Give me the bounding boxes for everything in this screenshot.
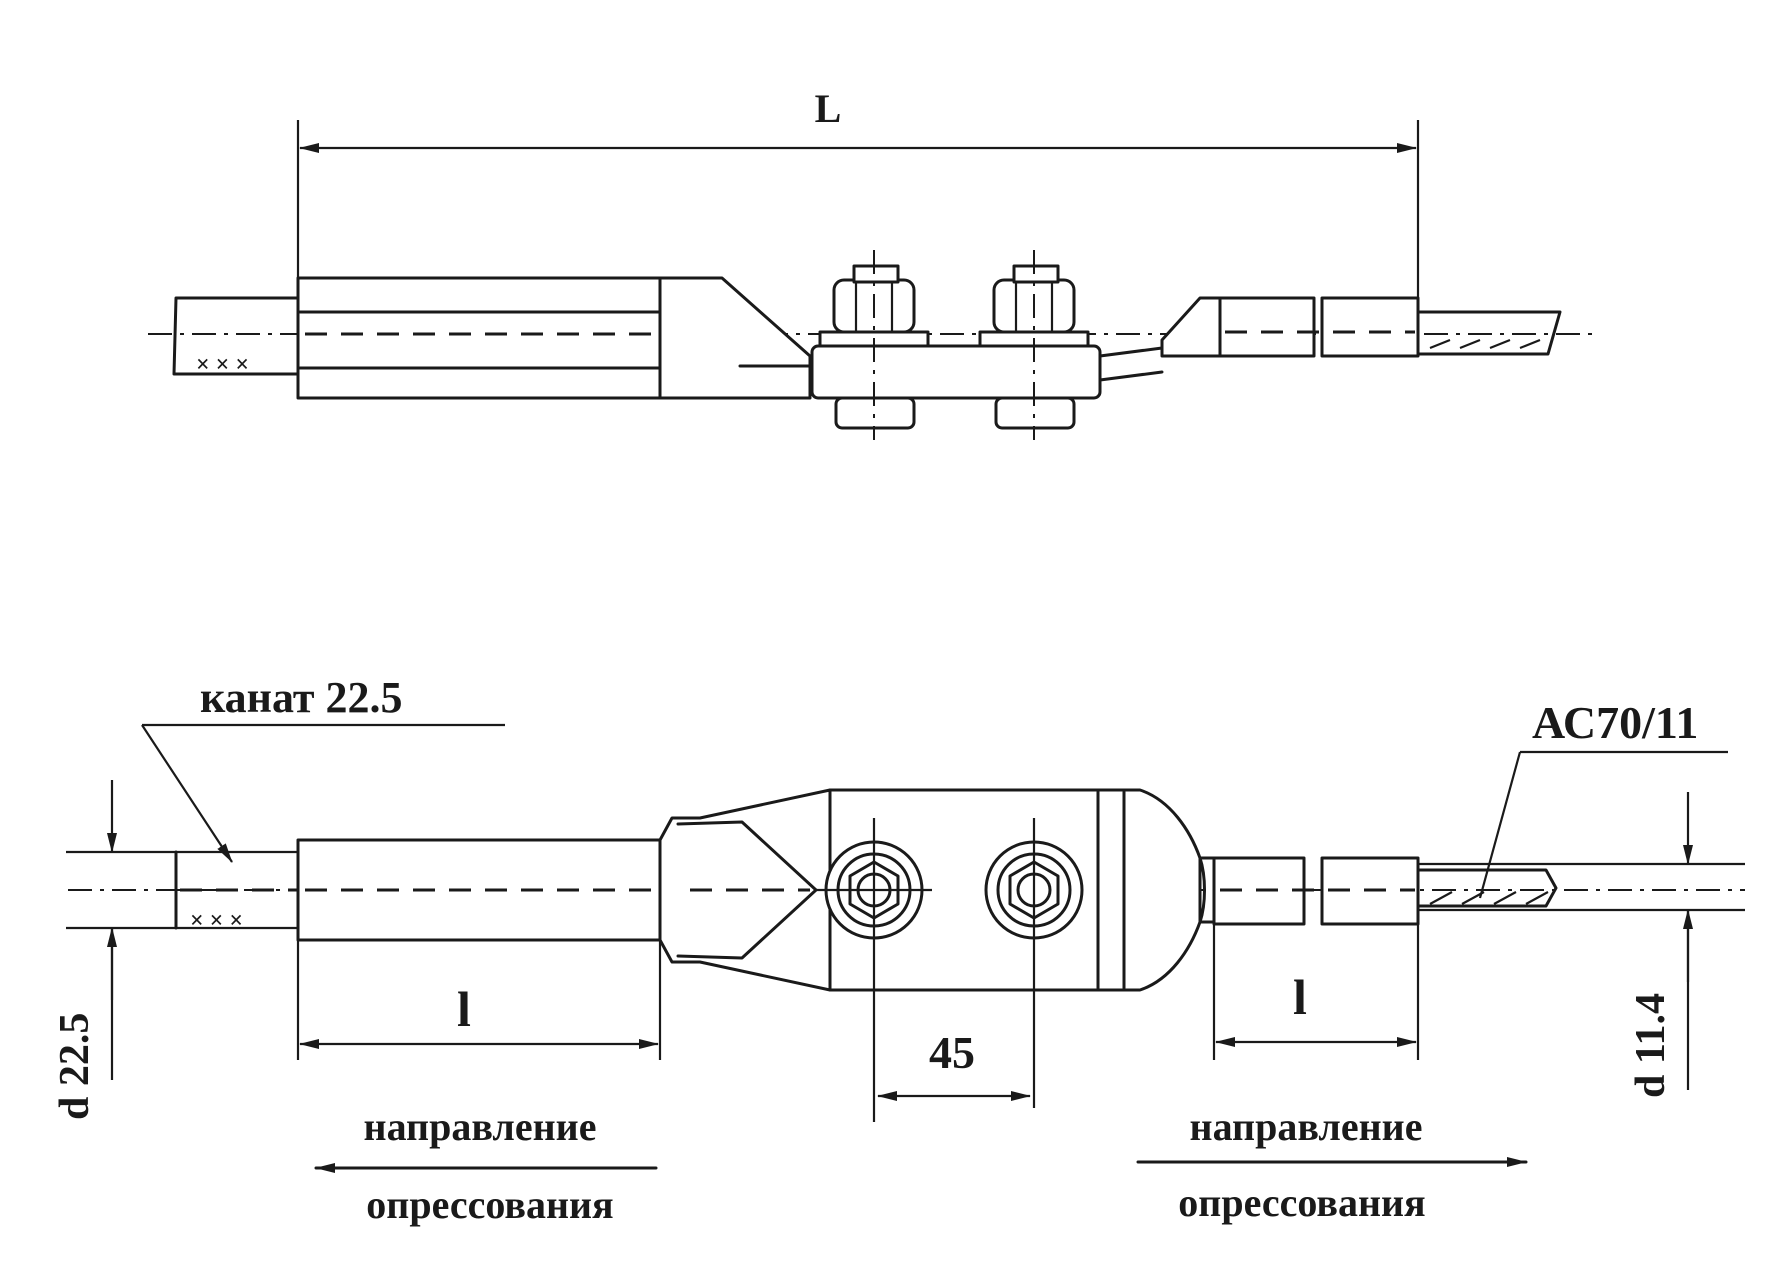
label-press-dir-right-1: направление [1190, 1104, 1423, 1149]
wire-stub-top [1416, 310, 1562, 356]
svg-text:× × ×: × × × [190, 908, 243, 934]
label-wire-diameter: d 11.4 [1628, 993, 1674, 1098]
dimension-rope-diameter: d 22.5 [52, 780, 117, 1120]
top-view: L × × × [148, 86, 1600, 440]
label-press-length-right: l [1293, 969, 1307, 1025]
label-press-dir-right-2: опрессования [1178, 1180, 1425, 1225]
rope-stub-top: × × × [172, 296, 302, 378]
dimension-wire-diameter: d 11.4 [1628, 792, 1693, 1098]
label-wire: АС70/11 [1532, 697, 1698, 748]
wire-stub [1416, 862, 1745, 912]
press-sleeve [296, 838, 662, 942]
label-press-dir-left-1: направление [364, 1104, 597, 1149]
dimension-bolt-spacing: 45 [877, 1027, 1031, 1101]
bolt-2 [984, 818, 1084, 1108]
bolt-1 [816, 818, 932, 1122]
clamp-body [658, 788, 832, 992]
press-sleeve-right-top [1160, 296, 1420, 358]
rope-stub: × × × [66, 850, 300, 934]
label-bolt-spacing: 45 [929, 1027, 975, 1078]
clamp-plate-top [810, 344, 1164, 400]
bolt-2-top [978, 250, 1090, 440]
dimension-press-length-left: l [296, 940, 662, 1060]
clamp-body-top [658, 276, 812, 400]
label-rope-diameter: d 22.5 [52, 1013, 98, 1120]
wire-callout: АС70/11 [1478, 697, 1728, 899]
bolt-1-top [818, 250, 930, 440]
bottom-view: × × × канат 22.5 d 22.5 [52, 673, 1745, 1227]
label-press-dir-left-2: опрессования [366, 1182, 613, 1227]
dimension-overall-length: L [296, 86, 1420, 300]
label-overall-length: L [815, 86, 842, 131]
press-sleeve-top [296, 276, 670, 400]
svg-text:× × ×: × × × [196, 352, 249, 378]
press-direction-left: направление опрессования [314, 1104, 658, 1227]
press-direction-right: направление опрессования [1136, 1104, 1528, 1225]
label-press-length-left: l [457, 981, 471, 1037]
rope-callout: канат 22.5 [141, 673, 505, 863]
dimension-press-length-right: l [1212, 924, 1420, 1060]
press-sleeve-right [1198, 856, 1420, 926]
label-rope: канат 22.5 [200, 673, 403, 722]
